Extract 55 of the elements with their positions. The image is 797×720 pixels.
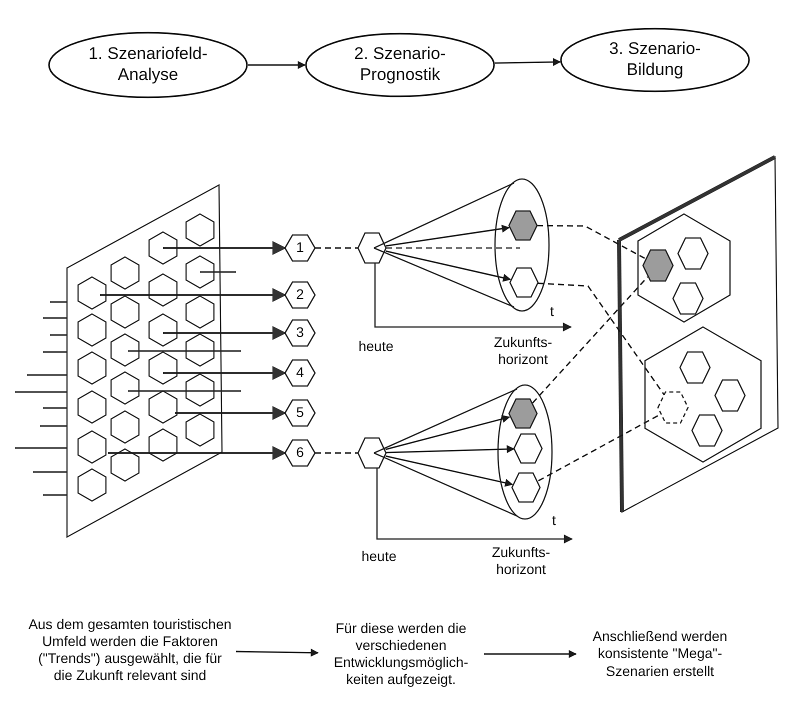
connector-line xyxy=(538,414,660,482)
factor-hexagon xyxy=(692,415,722,446)
arrow xyxy=(494,58,561,66)
selected-hexagon xyxy=(509,399,537,428)
description-text: Für diese werden die verschiedenen Entwicklungsmöglich- keiten aufgezeigt. xyxy=(322,612,480,696)
factor-hexagon xyxy=(512,473,540,502)
trend-hexagon: 1 xyxy=(285,235,315,261)
arrow xyxy=(163,326,286,340)
factor-hexagon xyxy=(715,380,745,411)
axis-label: t xyxy=(549,303,555,320)
trend-hexagon: 4 xyxy=(285,360,315,386)
arrow xyxy=(386,445,515,454)
arrow xyxy=(386,250,512,282)
axis-label: t xyxy=(551,512,557,529)
phase-ellipse: 1. Szenariofeld- Analyse xyxy=(48,32,248,98)
trend-hexagon: 3 xyxy=(285,320,315,346)
factor-hexagon xyxy=(358,438,386,468)
phase-ellipse: 2. Szenario- Prognostik xyxy=(305,33,495,97)
connector-line xyxy=(538,282,665,396)
trend-hexagon: 2 xyxy=(285,282,315,308)
factor-hexagon xyxy=(510,268,538,297)
arrow xyxy=(385,415,510,450)
connector-line xyxy=(537,224,646,259)
factor-hexagon xyxy=(514,434,542,463)
phase-ellipse: 3. Szenario- Bildung xyxy=(560,28,750,92)
factor-hexagon xyxy=(358,233,386,263)
arrow xyxy=(108,446,286,460)
axis-label: Zukunfts- horizont xyxy=(492,334,554,368)
factor-hexagon xyxy=(658,392,688,423)
arrow xyxy=(100,288,286,302)
connector-line xyxy=(532,276,648,404)
factor-hexagon xyxy=(680,352,710,383)
arrow xyxy=(236,648,319,657)
axis-label: heute xyxy=(360,548,398,565)
connector-line xyxy=(315,247,358,249)
axis-label: Zukunfts- horizont xyxy=(490,544,552,578)
arrow xyxy=(163,366,286,380)
selected-hexagon xyxy=(643,250,673,281)
trend-hexagon: 5 xyxy=(285,400,315,426)
scenario-hexagon xyxy=(645,327,761,462)
arrow xyxy=(175,406,286,420)
connector-line xyxy=(315,452,358,454)
arrow xyxy=(386,455,514,487)
scenario-hexagon xyxy=(638,214,730,322)
arrow xyxy=(484,650,577,658)
axis-label: heute xyxy=(357,338,395,355)
selected-hexagon xyxy=(509,211,537,240)
arrow xyxy=(386,224,510,247)
factor-hexagon xyxy=(673,283,703,314)
factor-hexagon xyxy=(678,238,708,269)
arrow xyxy=(163,241,286,255)
description-text: Anschließend werden konsistente "Mega"-Szenarien erstellt xyxy=(580,612,740,696)
trend-hexagon: 6 xyxy=(285,440,315,466)
arrow xyxy=(248,61,306,69)
description-text: Aus dem gesamten touristischen Umfeld werden die Faktoren ("Trends") ausgewählt, die für die Zukunft relevant sind xyxy=(28,598,232,702)
